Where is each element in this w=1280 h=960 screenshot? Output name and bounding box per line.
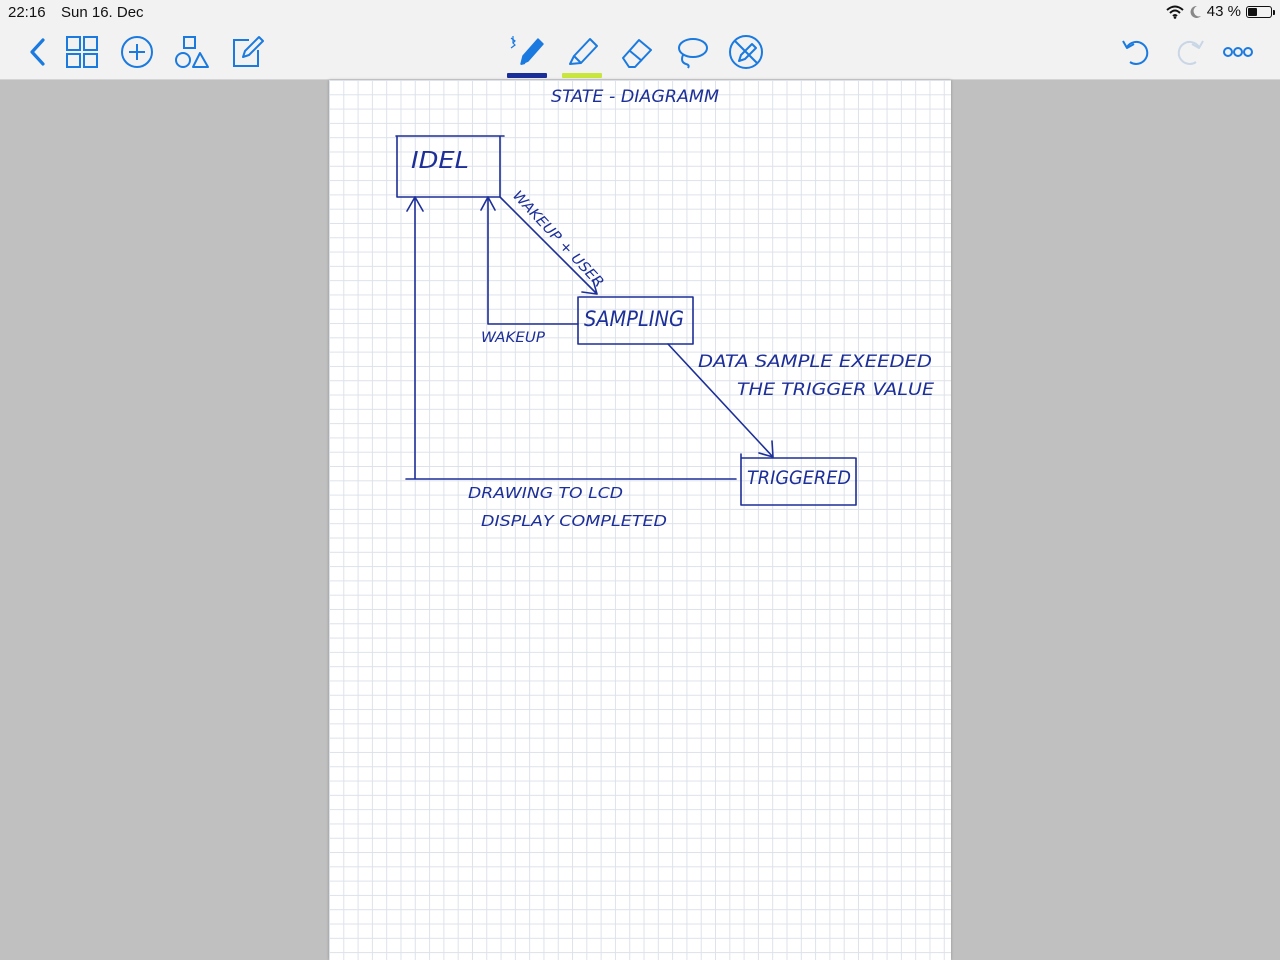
no-pencil-icon	[729, 35, 763, 69]
pen-ink-color	[507, 73, 547, 78]
add-icon	[121, 36, 153, 68]
transition-label-drawing-line1: DRAWING TO LCD	[468, 484, 623, 502]
eraser-icon	[622, 39, 652, 68]
lasso-tool-button[interactable]	[674, 34, 710, 70]
battery-fill	[1248, 7, 1258, 16]
status-right-group: 43 %	[1166, 3, 1275, 20]
transition-label-data-sample-line2: THE TRIGGER VALUE	[737, 380, 934, 400]
battery-percent: 43 %	[1206, 3, 1241, 20]
state-box-idle	[395, 135, 505, 198]
eraser-tool-button[interactable]	[619, 34, 655, 70]
arrow-triggered-to-idle	[405, 196, 737, 480]
toolbar	[0, 26, 1280, 80]
state-label-triggered: TRIGGERED	[747, 467, 851, 489]
add-button[interactable]	[119, 34, 155, 70]
status-date: Sun 16. Dec	[61, 4, 144, 21]
pen-icon	[510, 36, 544, 65]
arrow-sampling-to-idle	[480, 196, 579, 325]
transition-label-wakeup-user: WAKEUP + USER	[509, 188, 607, 291]
back-chevron-icon	[30, 38, 45, 66]
transition-label-data-sample-line1: DATA SAMPLE EXEEDED	[698, 352, 932, 372]
shapes-button[interactable]	[174, 34, 210, 70]
back-button[interactable]	[20, 34, 56, 70]
edit-document-button[interactable]	[229, 34, 265, 70]
page-overview-button[interactable]	[64, 34, 100, 70]
arrow-sampling-to-triggered	[667, 343, 774, 458]
wifi-icon	[1166, 5, 1184, 19]
edit-document-icon	[233, 36, 264, 67]
transition-label-drawing-line2: DISPLAY COMPLETED	[481, 512, 667, 530]
arrow-idle-to-sampling	[499, 196, 598, 295]
status-bar: 22:16 Sun 16. Dec 43 %	[0, 0, 1280, 26]
more-icon	[1223, 47, 1253, 57]
shape-recognition-button[interactable]	[728, 34, 764, 70]
redo-button[interactable]	[1172, 34, 1208, 70]
status-time: 22:16	[8, 4, 46, 21]
page-grid-icon	[66, 36, 98, 68]
shapes-icon	[175, 36, 209, 68]
highlighter-icon	[569, 38, 598, 65]
highlighter-tool-button[interactable]	[562, 34, 602, 78]
state-label-sampling: SAMPLING	[584, 307, 684, 331]
undo-icon	[1122, 40, 1149, 65]
more-button[interactable]	[1220, 34, 1256, 70]
handwritten-diagram: STATE - DIAGRAMM IDEL SAMPLING TRIGGERED…	[395, 87, 934, 530]
battery-icon	[1246, 5, 1275, 18]
notebook-page[interactable]: STATE - DIAGRAMM IDEL SAMPLING TRIGGERED…	[329, 80, 951, 960]
state-label-idle: IDEL	[411, 148, 469, 174]
diagram-title: STATE - DIAGRAMM	[551, 87, 719, 107]
state-box-sampling	[577, 296, 694, 345]
state-box-triggered	[740, 453, 857, 506]
redo-icon	[1177, 40, 1204, 65]
undo-button[interactable]	[1118, 34, 1154, 70]
moon-icon	[1190, 5, 1201, 18]
pen-tool-button[interactable]	[507, 34, 547, 78]
highlighter-ink-color	[562, 73, 602, 78]
transition-label-wakeup: WAKEUP	[481, 330, 546, 346]
lasso-icon	[678, 38, 708, 69]
